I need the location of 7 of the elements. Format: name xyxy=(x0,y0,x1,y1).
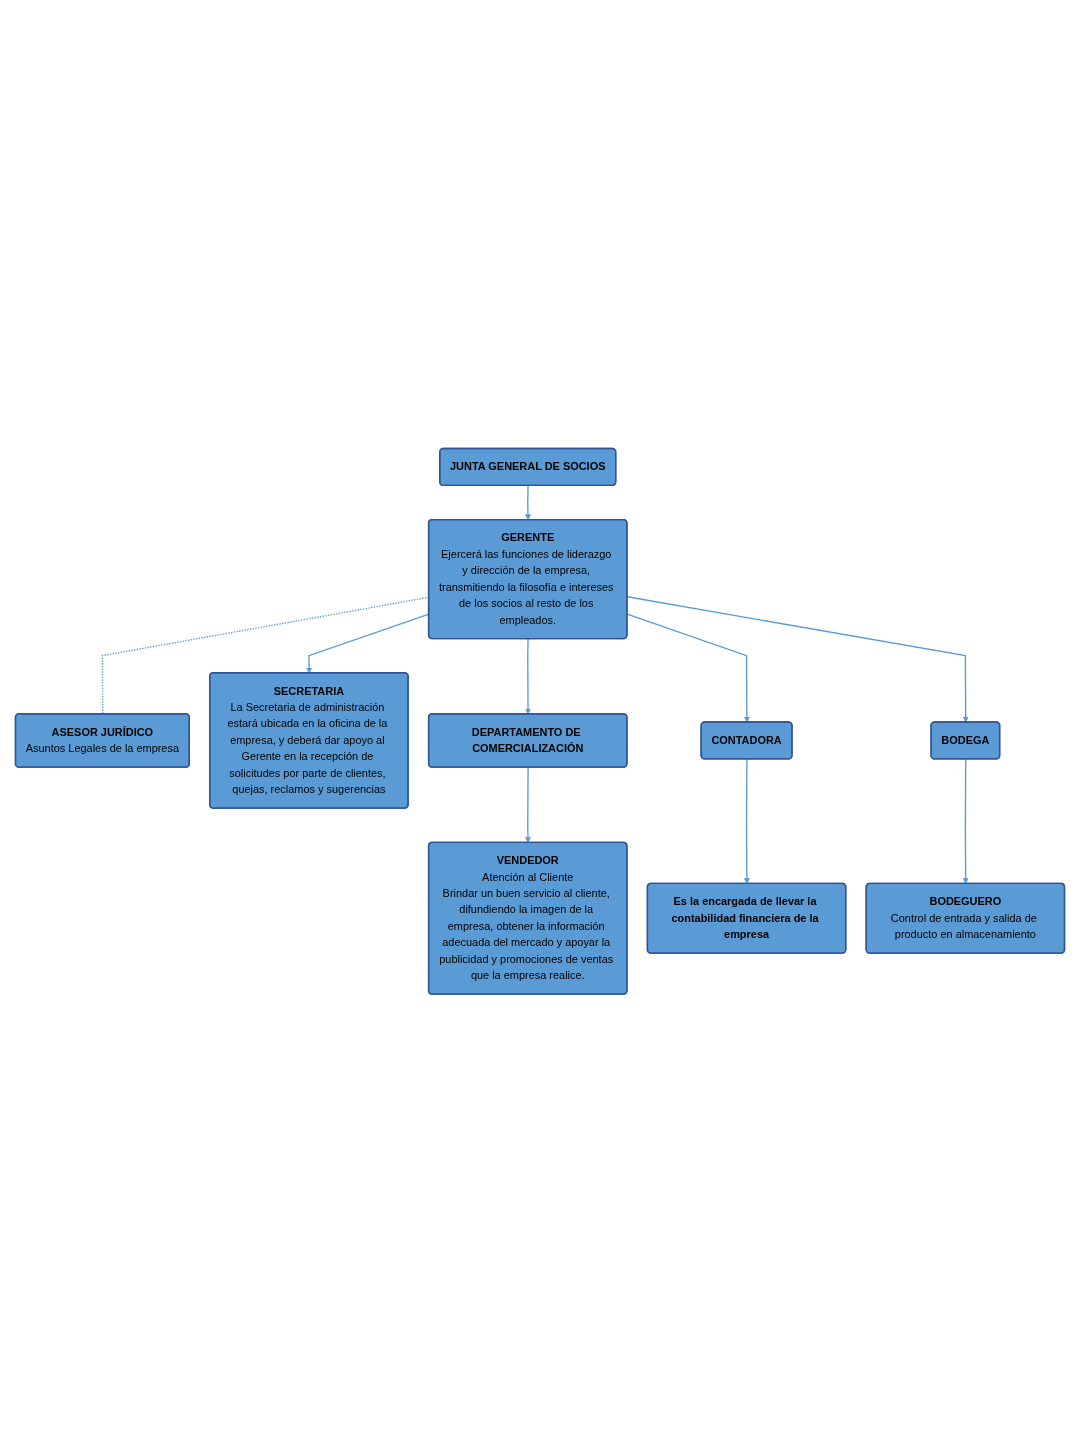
arrow xyxy=(743,758,750,885)
arrow xyxy=(626,596,969,723)
arrow xyxy=(626,613,750,723)
arrow xyxy=(962,758,969,885)
arrow xyxy=(524,485,531,521)
arrow xyxy=(525,638,532,715)
arrow xyxy=(524,766,531,844)
